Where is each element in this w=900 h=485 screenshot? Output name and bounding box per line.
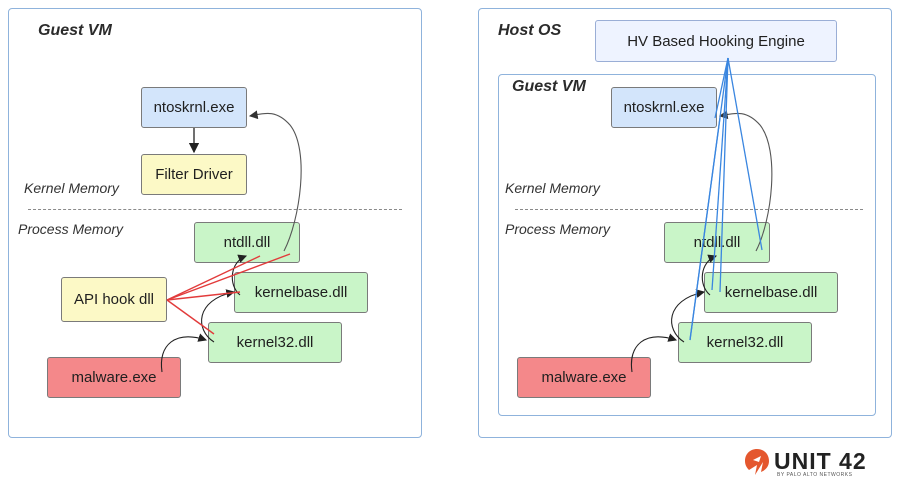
right-ntdll-to-ntoskrnl-curve	[718, 110, 773, 252]
right-kernel-memory-label: Kernel Memory	[505, 180, 600, 196]
right-kernelbase-to-ntdll-curve	[701, 254, 718, 296]
left-malware-to-kernel32-curve	[160, 333, 208, 373]
unit42-logo-subtext: BY PALO ALTO NETWORKS	[777, 472, 853, 478]
unit42-mark-icon	[745, 449, 769, 475]
hook-line-to-ntdll-2	[166, 255, 261, 301]
left-memory-divider	[28, 209, 402, 210]
left-kernel-memory-label: Kernel Memory	[24, 180, 119, 196]
left-filter-driver-node: Filter Driver	[141, 154, 247, 195]
right-kernel32-node: kernel32.dll	[678, 322, 812, 363]
host-os-title: Host OS	[498, 22, 562, 39]
hook-line-to-kernel32	[166, 299, 215, 335]
hv-hooking-engine-node: HV Based Hooking Engine	[595, 20, 837, 62]
right-malware-node: malware.exe	[517, 357, 651, 398]
left-kernel32-node: kernel32.dll	[208, 322, 342, 363]
inner-guest-vm-title: Guest VM	[512, 78, 586, 95]
left-ntdll-to-ntoskrnl-curve	[248, 110, 302, 252]
left-process-memory-label: Process Memory	[18, 221, 124, 237]
hv-line-to-ntoskrnl	[714, 57, 729, 119]
hv-line-to-kernelbase-b	[719, 57, 729, 293]
right-kernelbase-node: kernelbase.dll	[704, 272, 838, 313]
unit42-logo: UNIT 42 BY PALO ALTO NETWORKS	[744, 448, 894, 478]
hook-line-to-ntdll	[166, 253, 291, 301]
left-malware-node: malware.exe	[47, 357, 181, 398]
hook-line-to-kernelbase	[166, 291, 241, 301]
left-panel-title: Guest VM	[38, 22, 112, 39]
unit42-logo-text: UNIT 42	[774, 448, 867, 474]
left-kernel32-to-kernelbase-curve	[201, 289, 236, 343]
hv-line-to-ntdll	[727, 57, 763, 251]
right-kernel32-to-kernelbase-curve	[671, 289, 706, 343]
left-ntoskrnl-node: ntoskrnl.exe	[141, 87, 247, 128]
right-memory-divider	[515, 209, 863, 210]
right-process-memory-label: Process Memory	[505, 221, 611, 237]
hv-line-return-kernel32	[689, 117, 721, 341]
right-malware-to-kernel32-curve	[630, 333, 678, 373]
hv-line-to-kernelbase-a	[711, 57, 729, 291]
left-api-hook-node: API hook dll	[61, 277, 167, 322]
right-ntoskrnl-node: ntoskrnl.exe	[611, 87, 717, 128]
